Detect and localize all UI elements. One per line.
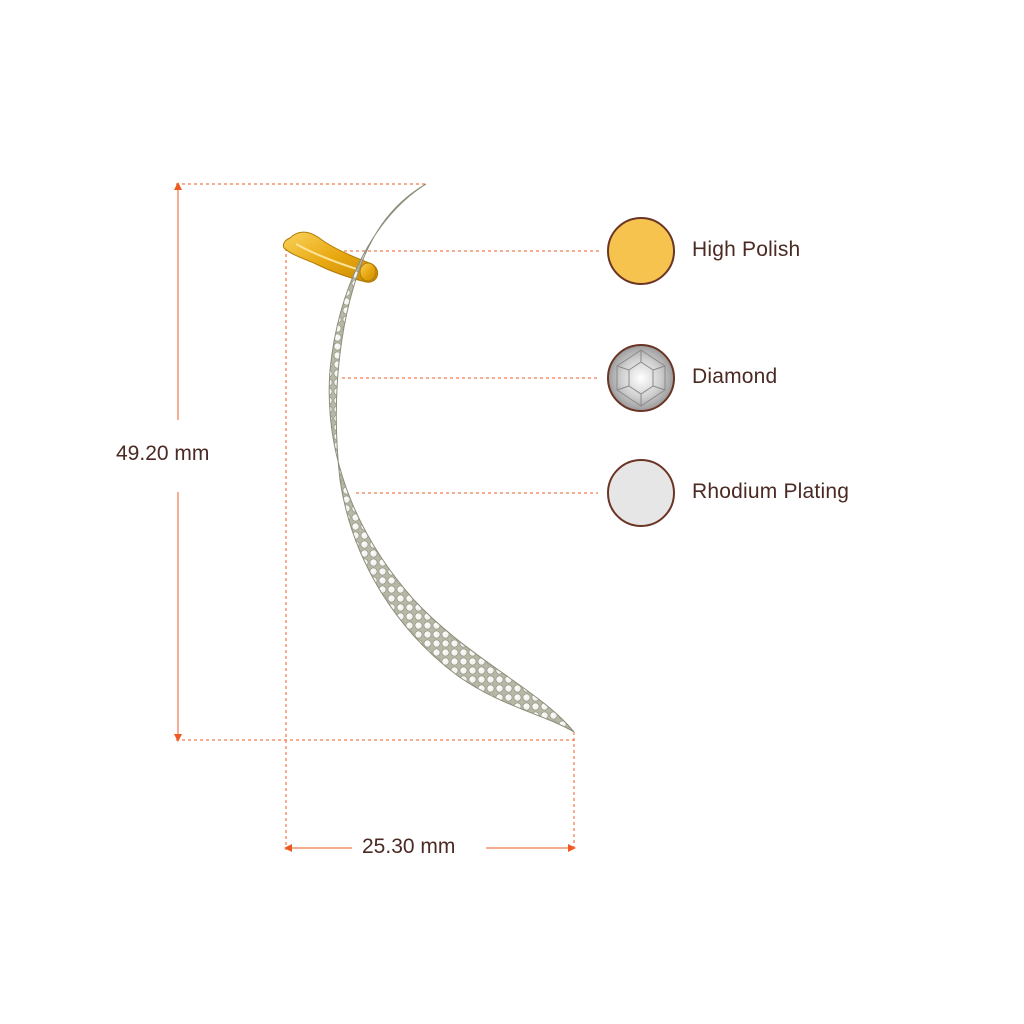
gold-cuff: [282, 231, 379, 283]
arrowheads: [174, 182, 576, 852]
rhodium-swatch: [607, 459, 675, 527]
arrowhead-up: [174, 182, 182, 190]
diamond-curve: [328, 183, 575, 733]
material-label-rhodium-plating: Rhodium Plating: [692, 480, 850, 503]
gold-cuff-ball: [359, 262, 377, 282]
height-dimension-label: 49.20 mm: [116, 442, 210, 465]
arrowhead-right: [568, 844, 576, 852]
earring-illustration: [282, 183, 575, 733]
width-dimension-label: 25.30 mm: [362, 835, 456, 858]
dimension-guides: [176, 183, 600, 850]
arrowhead-left: [284, 844, 292, 852]
material-swatches: [607, 217, 675, 527]
gold-swatch: [607, 217, 675, 285]
material-label-diamond: Diamond: [692, 365, 778, 388]
diamond-facets: [616, 349, 666, 407]
arrowhead-down: [174, 734, 182, 742]
material-label-high-polish: High Polish: [692, 238, 801, 261]
